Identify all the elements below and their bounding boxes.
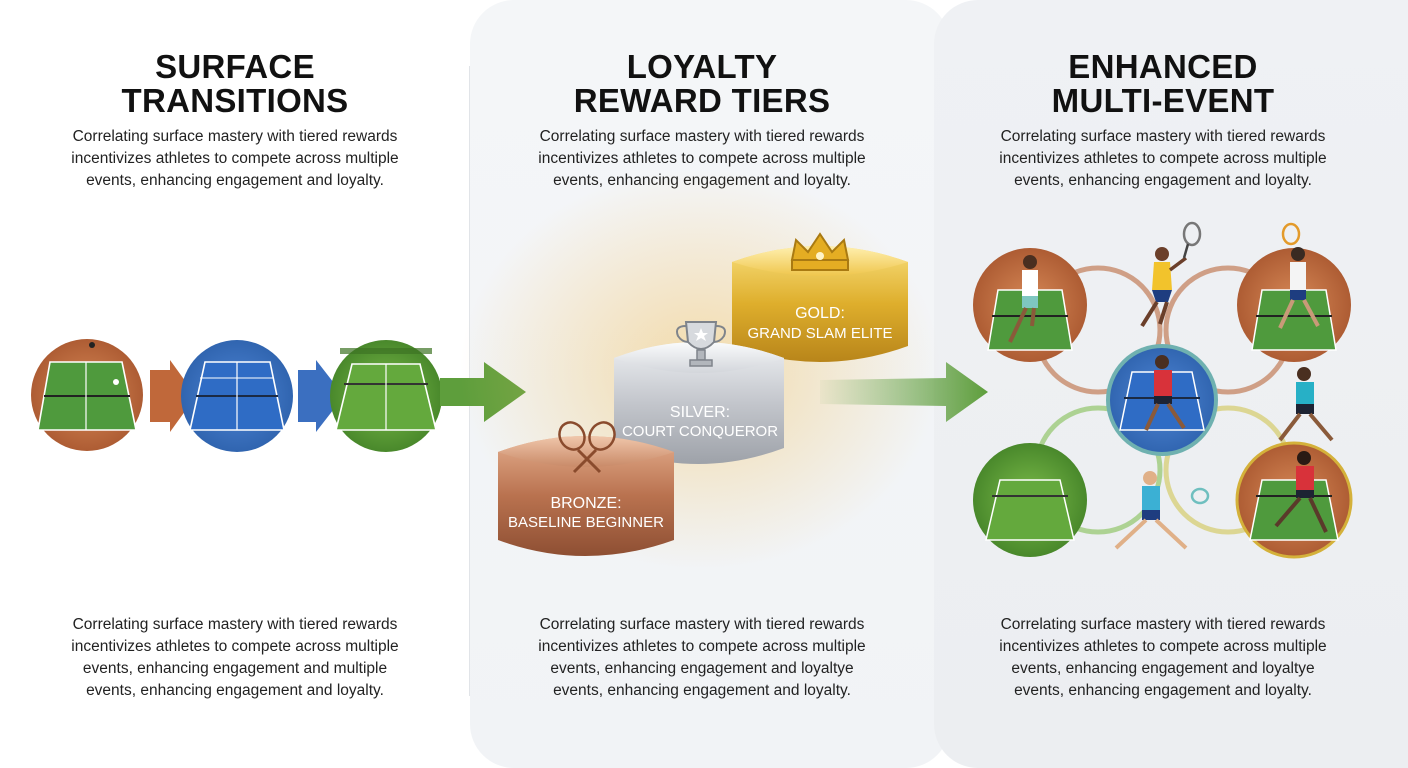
- desc-line: incentivizes athletes to compete across …: [999, 638, 1327, 655]
- player-figure: [1144, 355, 1186, 431]
- desc-line: incentivizes athletes to compete across …: [71, 150, 399, 167]
- desc-line: Correlating surface mastery with tiered …: [1000, 616, 1326, 633]
- hard-to-grass-arrow: [298, 360, 344, 432]
- surface-transition-flow: [31, 339, 526, 452]
- hard-court-circle: [181, 340, 293, 452]
- title-line-1: LOYALTY: [626, 48, 778, 85]
- silver-tier-name: SILVER:: [670, 404, 730, 421]
- desc-line: events, enhancing engagement and loyalty…: [1011, 660, 1315, 677]
- tiers-to-multi-event-arrow: [820, 362, 988, 422]
- loyalty-top-description: Correlating surface mastery with tiered …: [502, 126, 902, 192]
- gold-tier-name: GOLD:: [795, 305, 845, 322]
- title-line-1: SURFACE: [155, 48, 315, 85]
- multi-event-network: [973, 221, 1353, 559]
- title-line-2: REWARD TIERS: [573, 82, 831, 119]
- surface-transitions-title: SURFACE TRANSITIONS: [85, 50, 385, 118]
- player-figure: [1140, 221, 1202, 328]
- loyalty-tier-stack: GOLD: GRAND SLAM ELITE SILVER: COURT CON…: [460, 170, 988, 570]
- desc-line: events, enhancing engagement and loyalty…: [553, 682, 851, 699]
- gold-tier-block: GOLD: GRAND SLAM ELITE: [732, 232, 908, 362]
- desc-line: Correlating surface mastery with tiered …: [539, 616, 865, 633]
- multi-event-top-description: Correlating surface mastery with tiered …: [963, 126, 1363, 192]
- grass-court-circle: [330, 340, 442, 452]
- crossed-rackets-icon: [558, 421, 616, 474]
- desc-line: Correlating surface mastery with tiered …: [72, 128, 398, 145]
- title-line-1: ENHANCED: [1068, 48, 1258, 85]
- gold-tier-subtitle: GRAND SLAM ELITE: [747, 325, 892, 342]
- silver-tier-subtitle: COURT CONQUEROR: [622, 423, 778, 440]
- desc-line: events, enhancing engagement and multipl…: [82, 660, 388, 677]
- bronze-tier-subtitle: BASELINE BEGINNER: [508, 514, 664, 531]
- desc-line: Correlating surface mastery with tiered …: [1000, 128, 1326, 145]
- bronze-tier-name: BRONZE:: [550, 495, 621, 512]
- loyalty-reward-tiers-title: LOYALTY REWARD TIERS: [552, 50, 852, 118]
- loyalty-bottom-description: Correlating surface mastery with tiered …: [502, 614, 902, 702]
- desc-line: incentivizes athletes to compete across …: [538, 150, 866, 167]
- desc-line: events, enhancing engagement and loyalty…: [1014, 172, 1312, 189]
- desc-line: events, enhancing engagement and loyalty…: [550, 660, 854, 677]
- clay-to-hard-arrow: [150, 360, 196, 432]
- multi-event-bottom-description: Correlating surface mastery with tiered …: [963, 614, 1363, 702]
- desc-line: events, enhancing engagement and loyalty…: [1014, 682, 1312, 699]
- surface-top-description: Correlating surface mastery with tiered …: [37, 126, 433, 192]
- player-figure: [1278, 367, 1334, 442]
- clay-court-circle: [31, 339, 143, 451]
- surface-bottom-description: Correlating surface mastery with tiered …: [37, 614, 433, 702]
- player-figure: [1274, 451, 1328, 533]
- desc-line: incentivizes athletes to compete across …: [999, 150, 1327, 167]
- desc-line: events, enhancing engagement and loyalty…: [86, 682, 384, 699]
- bronze-tier-block: BRONZE: BASELINE BEGINNER: [498, 421, 674, 556]
- desc-line: incentivizes athletes to compete across …: [538, 638, 866, 655]
- player-figure: [1114, 471, 1210, 550]
- player-figure: [1008, 255, 1038, 343]
- silver-tier-block: SILVER: COURT CONQUEROR: [614, 321, 784, 464]
- desc-line: incentivizes athletes to compete across …: [71, 638, 399, 655]
- player-figure: [1278, 222, 1320, 329]
- title-line-2: TRANSITIONS: [121, 82, 349, 119]
- desc-line: Correlating surface mastery with tiered …: [72, 616, 398, 633]
- crown-icon: [790, 232, 850, 271]
- desc-line: events, enhancing engagement and loyalty…: [86, 172, 384, 189]
- enhanced-multi-event-title: ENHANCED MULTI-EVENT: [1013, 50, 1313, 118]
- title-line-2: MULTI-EVENT: [1051, 82, 1275, 119]
- trophy-icon: [676, 321, 726, 367]
- desc-line: Correlating surface mastery with tiered …: [539, 128, 865, 145]
- clay-grass-event-circle: [1235, 441, 1353, 559]
- grass-event-circle: [973, 443, 1087, 557]
- clay-event-circle-right: [1237, 248, 1351, 362]
